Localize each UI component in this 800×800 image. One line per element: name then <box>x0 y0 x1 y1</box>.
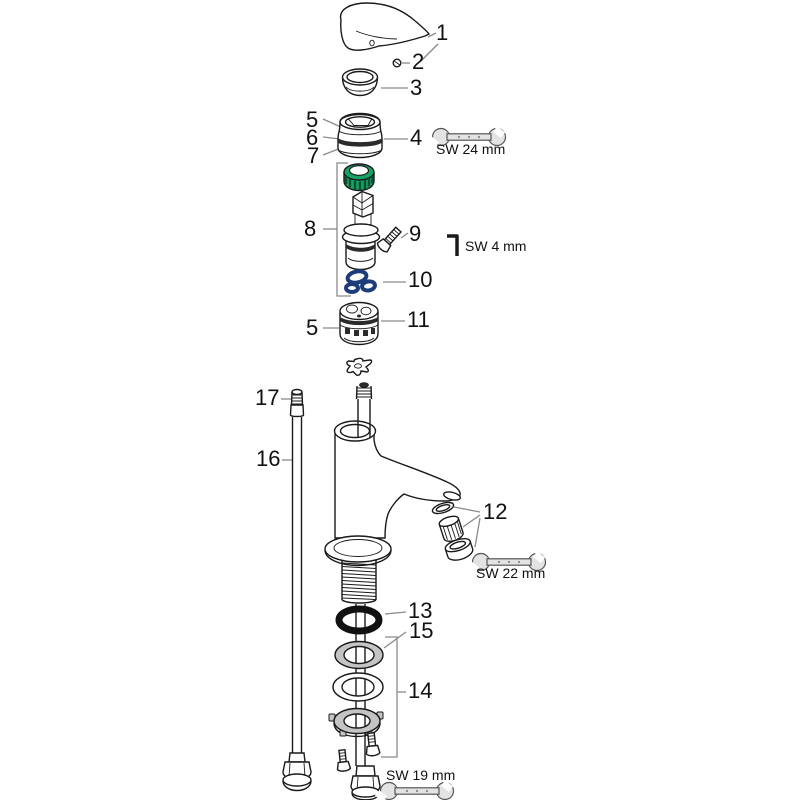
mounting-bolt-left-part <box>336 748 352 772</box>
base-flange-part <box>324 535 392 567</box>
plain-washer-part <box>332 672 384 702</box>
callout-17: 17 <box>255 385 280 410</box>
callout-4: 4 <box>410 125 423 150</box>
wrench-sw19-icon <box>374 779 455 800</box>
callout-9: 9 <box>409 221 422 246</box>
callout-2: 2 <box>412 49 425 74</box>
supply-hose-part <box>282 388 312 792</box>
callout-5a: 5 <box>306 107 319 132</box>
flow-regulator-part <box>339 301 379 346</box>
tool-label-sw19: SW 19 mm <box>386 767 456 783</box>
hose-end-fitting-part <box>350 765 381 800</box>
riser-rod-part <box>355 382 373 438</box>
callout-1: 1 <box>436 20 449 45</box>
escutcheon-ring-part <box>341 68 379 97</box>
mounting-nut-part <box>328 707 384 738</box>
callout-10: 10 <box>408 267 433 292</box>
tool-label-sw24: SW 24 mm <box>436 141 506 157</box>
callout-12: 12 <box>483 499 508 524</box>
callout-7: 7 <box>307 143 320 168</box>
cartridge-part <box>341 190 381 271</box>
threaded-shank-part <box>341 560 377 604</box>
tool-label-sw4: SW 4 mm <box>465 238 527 254</box>
callout-3: 3 <box>410 75 423 100</box>
friction-washer-part <box>334 640 384 670</box>
callout-16: 16 <box>256 446 281 471</box>
tool-label-sw22: SW 22 mm <box>476 565 546 581</box>
callout-6: 6 <box>306 125 319 150</box>
o-ring-part <box>335 605 383 635</box>
cartridge-screw-part <box>376 226 402 253</box>
green-seal-ring-part <box>343 163 375 192</box>
mounting-bolt-right-part <box>365 731 381 757</box>
seal-set-blue-part <box>344 269 377 294</box>
callout-5b: 5 <box>306 315 319 340</box>
cap-sleeve-part <box>337 112 383 159</box>
grub-screw-part <box>392 58 402 68</box>
aerator-set-part <box>431 501 474 561</box>
callout-8: 8 <box>304 216 317 241</box>
handle-part <box>339 2 431 51</box>
callout-11: 11 <box>407 307 430 332</box>
leader-lines <box>281 32 481 758</box>
allen-key-icon <box>447 234 459 256</box>
callout-13: 13 <box>408 598 433 623</box>
callout-15: 15 <box>409 618 434 643</box>
callout-14: 14 <box>408 678 433 703</box>
spline-washer-part <box>346 357 373 376</box>
